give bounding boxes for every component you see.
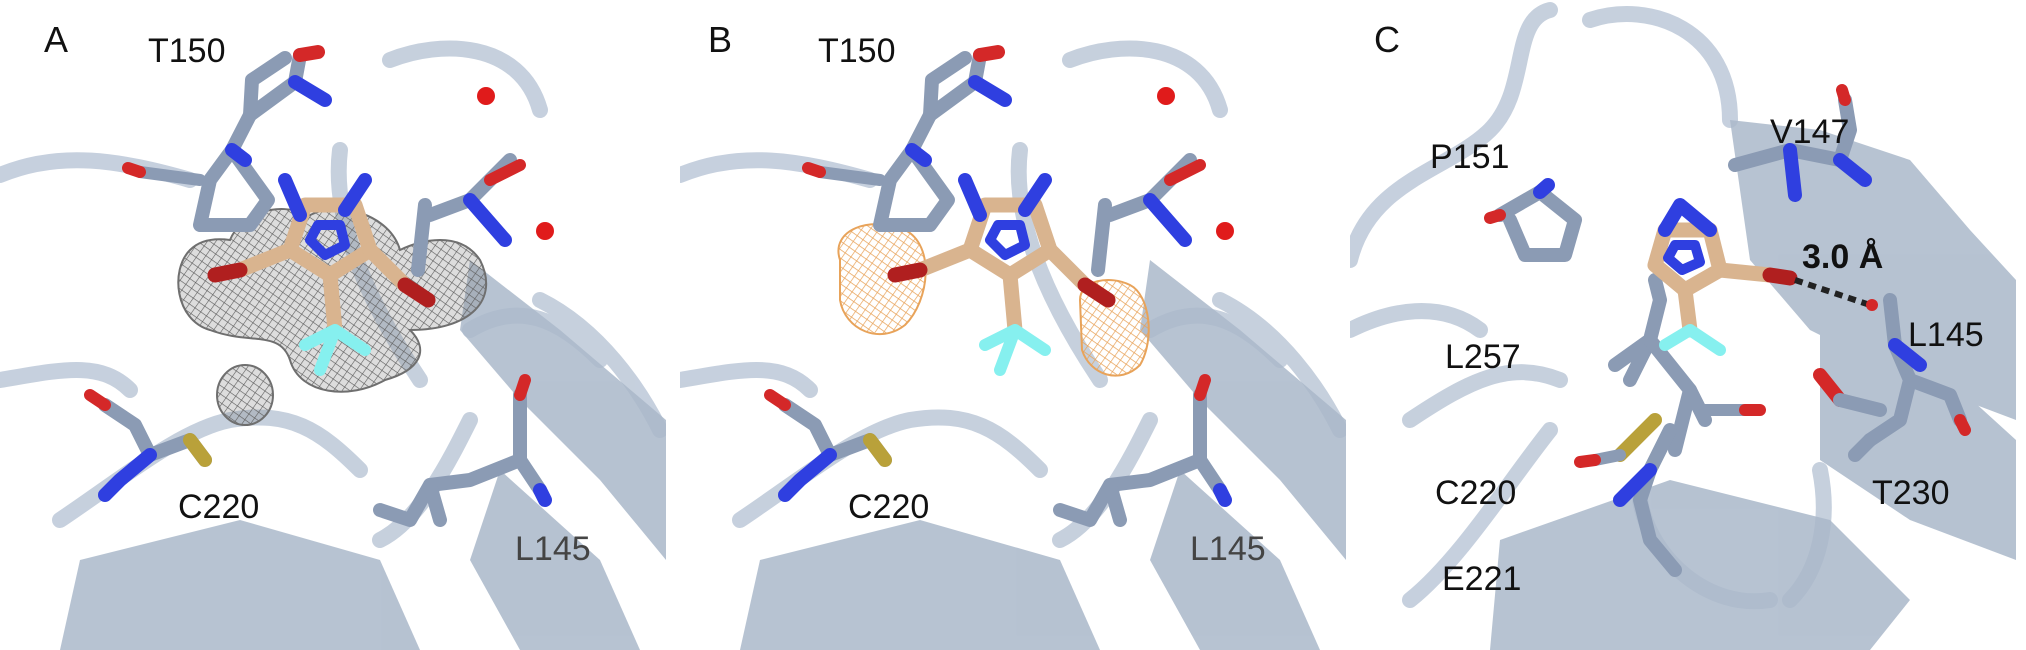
residue-label-e221: E221 [1442, 560, 1522, 598]
residue-label-c220: C220 [178, 488, 260, 526]
structure-view-a [0, 40, 666, 650]
panel-letter: A [44, 19, 69, 60]
residue-label-l257: L257 [1445, 338, 1521, 376]
water-molecules [477, 87, 554, 240]
residue-label-l145: L145 [1908, 316, 1984, 354]
ligand-sticks [207, 173, 436, 376]
residue-label-t230: T230 [1872, 474, 1950, 512]
residue-sticks [1484, 84, 1971, 577]
structure-view-c [1350, 2, 2016, 650]
panel-letter: B [708, 19, 733, 60]
beta-sheet [60, 260, 666, 650]
beta-sheet [740, 260, 1346, 650]
panel-c: C P151 V147 3.0 Å L257 L145 C220 T230 E2… [1350, 0, 2016, 650]
ligand-sticks [1647, 198, 1798, 356]
distance-label: 3.0 Å [1802, 238, 1884, 276]
residue-label-p151: P151 [1430, 138, 1510, 176]
acceptor-atom [1866, 299, 1878, 311]
residue-label-c220: C220 [1435, 474, 1517, 512]
ligand-sticks [887, 173, 1116, 376]
residue-label-l145: L145 [1190, 530, 1266, 568]
difference-density-mesh [837, 223, 1150, 377]
panel-b: B T150 C220 L145 [680, 0, 1346, 650]
residue-label-v147: V147 [1770, 113, 1850, 151]
residue-sticks [764, 45, 1232, 527]
water-molecules [1157, 87, 1234, 240]
residue-label-l145: L145 [515, 530, 591, 568]
residue-label-t150: T150 [818, 32, 896, 70]
residue-label-t150: T150 [148, 32, 226, 70]
structure-view-b [680, 40, 1346, 650]
panel-letter: C [1374, 19, 1400, 60]
panel-a: A T150 C220 L145 [0, 0, 666, 650]
residue-sticks [84, 45, 552, 527]
residue-label-c220: C220 [848, 488, 930, 526]
